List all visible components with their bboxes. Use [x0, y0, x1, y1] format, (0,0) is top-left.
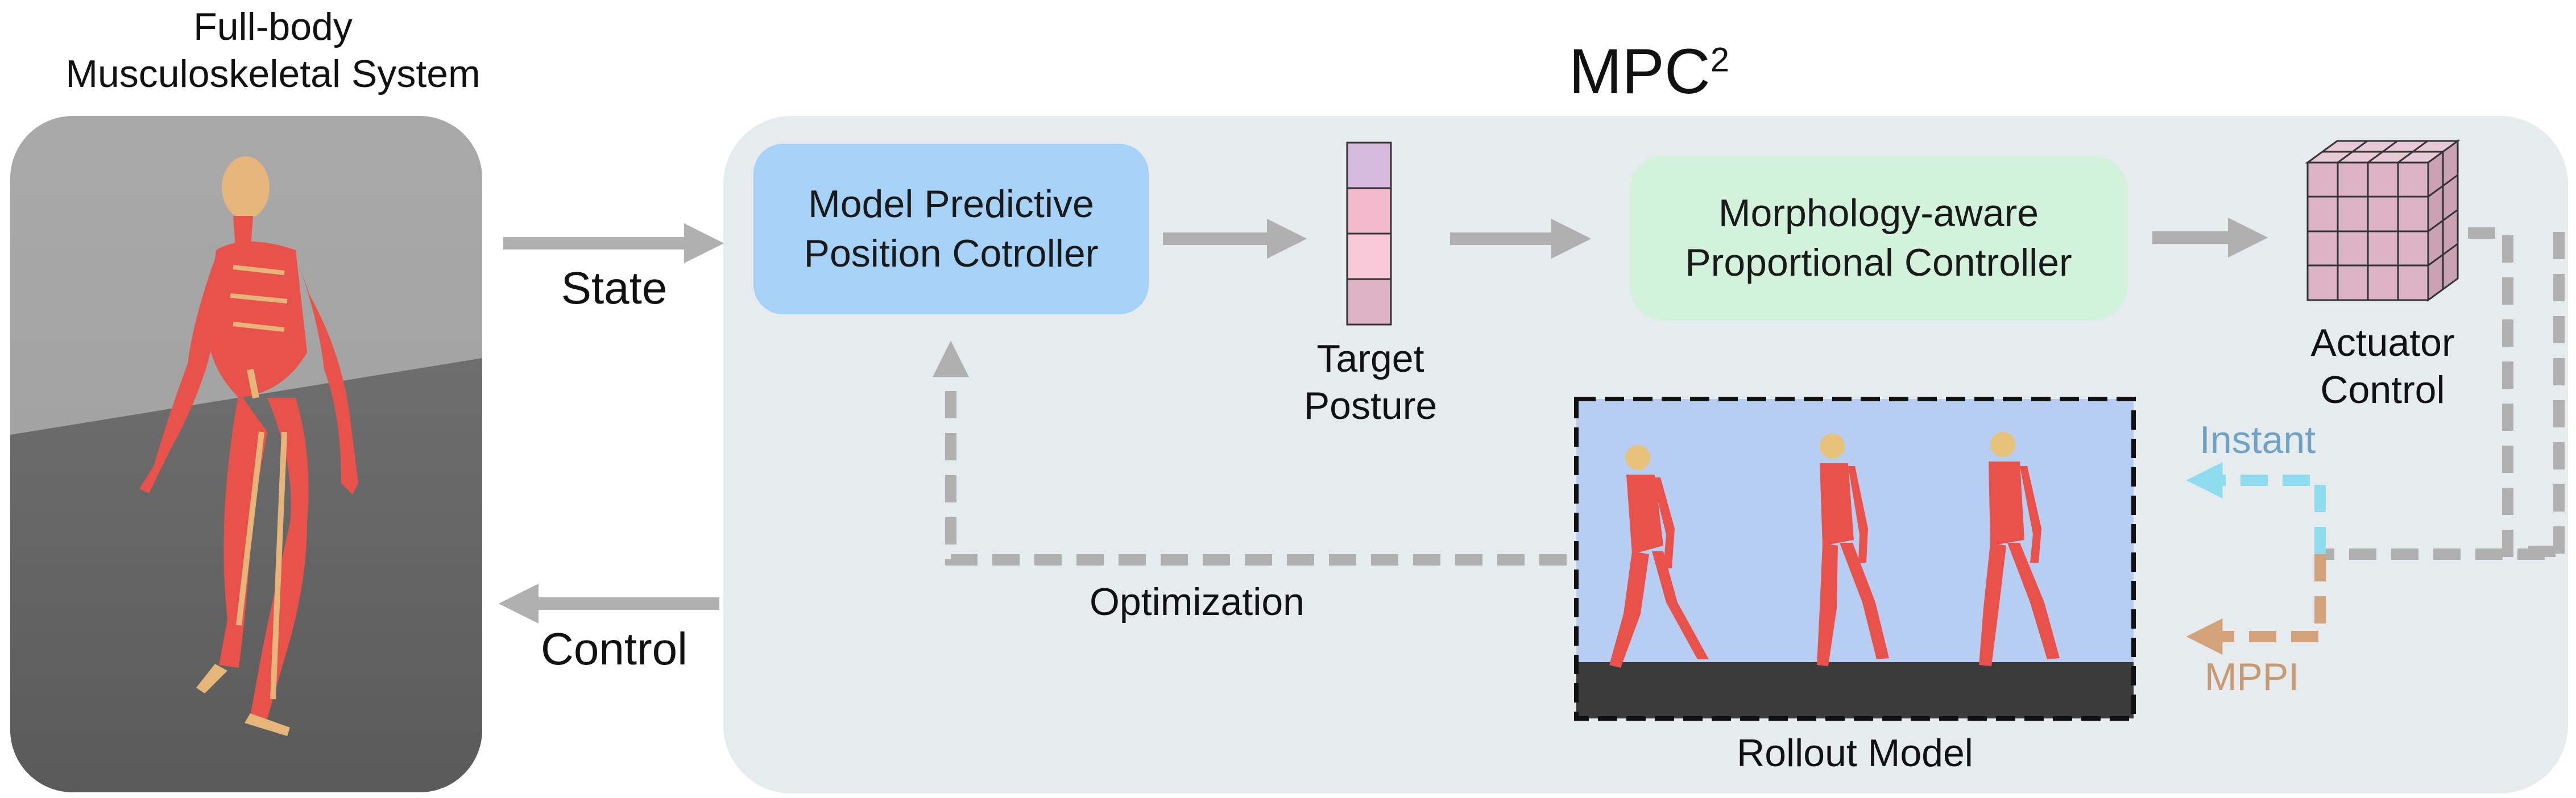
- target-posture-line2: Posture: [1303, 384, 1438, 427]
- optimization-label: Optimization: [1090, 580, 1304, 624]
- actuator-control-label: Actuator Control: [2269, 319, 2496, 414]
- skeleton-figure-icon: [139, 156, 358, 736]
- diagram-title: MPC2: [1535, 40, 1763, 103]
- instant-path: [2186, 462, 2326, 554]
- actuator-feedback-dashed-line: [2320, 227, 2565, 560]
- morph-block-label: Morphology-aware Proportional Controller: [1630, 156, 2127, 321]
- rollout-figure-1: [1609, 445, 1709, 668]
- system-label-line1: Full-body: [193, 5, 353, 48]
- mppi-label: MPPI: [2204, 655, 2300, 699]
- system-label: Full-body Musculoskeletal System: [0, 3, 546, 98]
- morph-label-line1: Morphology-aware: [1718, 191, 2039, 235]
- target-posture-line1: Target: [1316, 337, 1424, 380]
- title-superscript: 2: [1710, 40, 1730, 79]
- title-text: MPC: [1568, 36, 1711, 107]
- instant-label: Instant: [2199, 418, 2316, 462]
- control-label: Control: [541, 624, 688, 674]
- target-posture-label: Target Posture: [1257, 335, 1484, 430]
- morph-label-line2: Proportional Controller: [1685, 241, 2072, 284]
- system-label-line2: Musculoskeletal System: [65, 52, 481, 95]
- actuator-line1: Actuator: [2310, 321, 2455, 364]
- morph-block: [1630, 156, 2127, 321]
- state-label: State: [561, 263, 668, 313]
- target-posture-vector-icon: [1346, 142, 1392, 326]
- mpc-block: [753, 144, 1149, 314]
- rollout-model-label: Rollout Model: [1737, 732, 1973, 775]
- mpc-label-line2: Position Cotroller: [804, 232, 1099, 275]
- rollout-figure-2: [1817, 434, 1889, 666]
- musculoskeletal-sim-view: [10, 116, 482, 792]
- actuator-line2: Control: [2320, 368, 2445, 412]
- optimization-path: [932, 340, 1567, 566]
- rollout-figure-3: [1979, 432, 2060, 666]
- rollout-model-view: [1574, 397, 2136, 721]
- mpc-label-line1: Model Predictive: [808, 182, 1094, 226]
- actuator-cube-icon: [2305, 139, 2461, 302]
- mpc-block-label: Model Predictive Position Cotroller: [753, 144, 1149, 314]
